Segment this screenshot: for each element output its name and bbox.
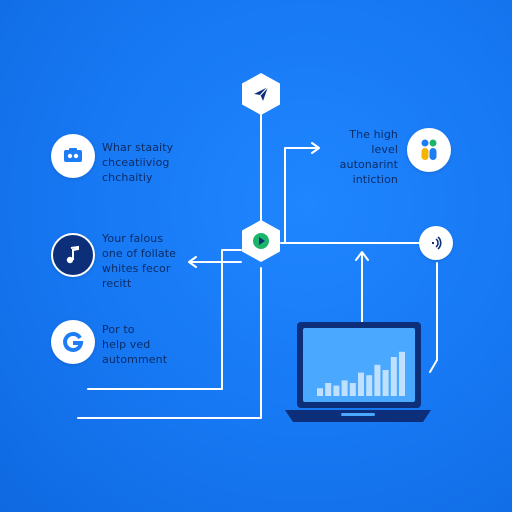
left-2-label: Your falous one of follate whites fecor … <box>102 232 177 290</box>
play-icon <box>253 233 269 249</box>
laptop-chart-bar <box>333 385 340 396</box>
arrowhead-laptop-up <box>355 251 369 261</box>
people-icon <box>421 139 437 160</box>
paper-plane-icon <box>254 86 269 101</box>
laptop-icon <box>285 322 431 422</box>
right-1-label: The high level autonarint intiction <box>339 128 398 186</box>
laptop-node[interactable] <box>283 318 433 430</box>
g-logo-icon <box>63 332 84 352</box>
arrowhead-left-2 <box>188 256 197 268</box>
left-1-label: Whar staaity chceatiiviog chchaitiy <box>102 141 174 184</box>
laptop-chart-bar <box>382 370 389 396</box>
music-note-icon <box>66 245 79 264</box>
right-2-node[interactable] <box>419 226 453 260</box>
laptop-chart-bar <box>366 375 373 396</box>
laptop-chart-bar <box>317 388 323 396</box>
center-hex-node[interactable] <box>242 220 280 262</box>
laptop-chart-bar <box>325 383 332 396</box>
left-3-label: Por to help ved automment <box>102 323 168 366</box>
photo-icon <box>64 148 82 162</box>
connector-to-right-1 <box>284 147 319 244</box>
left-3-node[interactable] <box>51 320 95 364</box>
laptop-chart-bar <box>374 364 381 396</box>
sound-wave-icon <box>432 236 442 250</box>
top-hex-node[interactable] <box>242 73 280 115</box>
left-1-node[interactable] <box>51 134 95 178</box>
laptop-chart-bar <box>390 357 397 396</box>
laptop-chart-bar <box>341 380 348 396</box>
laptop-chart <box>317 351 405 396</box>
laptop-chart-bar <box>399 351 405 396</box>
left-2-node[interactable] <box>51 233 95 277</box>
laptop-chart-bar <box>349 383 356 396</box>
right-1-node[interactable] <box>407 128 451 172</box>
laptop-chart-bar <box>358 372 364 396</box>
